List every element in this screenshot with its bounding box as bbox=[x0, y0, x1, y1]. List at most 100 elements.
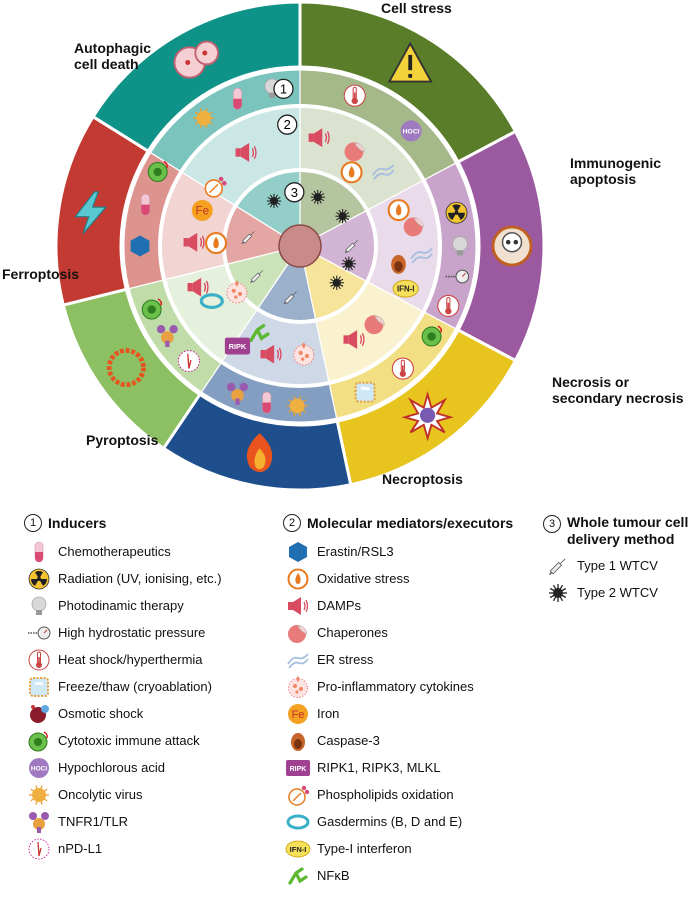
cytokine-icon bbox=[293, 342, 315, 366]
legend-item: Caspase-3 bbox=[283, 727, 513, 754]
legend-item-label: Erastin/RSL3 bbox=[317, 544, 394, 559]
ring-number-text: 1 bbox=[280, 81, 287, 96]
virus-icon bbox=[193, 108, 215, 129]
immune-cell-icon bbox=[147, 160, 169, 182]
spiky-cell-icon bbox=[266, 193, 282, 209]
legend-item: Osmotic shock bbox=[24, 700, 222, 727]
legend-item-label: Gasdermins (B, D and E) bbox=[317, 814, 463, 829]
flame-circle-icon bbox=[340, 161, 363, 184]
chaperone-icon bbox=[403, 217, 425, 237]
legend-item-label: Hypochlorous acid bbox=[58, 760, 165, 775]
legend-item-label: Oxidative stress bbox=[317, 571, 410, 586]
flame-circle-icon bbox=[283, 568, 313, 590]
gasdermin-icon bbox=[283, 811, 313, 833]
chaperone-icon bbox=[283, 622, 313, 644]
legend-item-label: NFκB bbox=[317, 868, 350, 883]
legend-item: NFκB bbox=[283, 862, 513, 889]
svg-text:RIPK: RIPK bbox=[290, 766, 307, 773]
spiky-cell-icon bbox=[329, 275, 344, 290]
ring-number-badge: 2 bbox=[277, 114, 298, 135]
megaphone-icon bbox=[235, 143, 257, 162]
legend-item-label: Type-I interferon bbox=[317, 841, 412, 856]
legend-item-label: Pro-inflammatory cytokines bbox=[317, 679, 474, 694]
ring-separator bbox=[119, 65, 481, 427]
legend-mediators: 2 Molecular mediators/executors Erastin/… bbox=[283, 514, 513, 889]
number-badge: 1 bbox=[24, 514, 42, 532]
legend-item-label: Freeze/thaw (cryoablation) bbox=[58, 679, 212, 694]
megaphone-icon bbox=[283, 595, 313, 617]
legend-item-label: Phospholipids oxidation bbox=[317, 787, 454, 802]
legend-item-label: TNFR1/TLR bbox=[58, 814, 129, 829]
thermometer-icon bbox=[343, 84, 366, 107]
legend-item: Heat shock/hyperthermia bbox=[24, 646, 222, 673]
virus-icon bbox=[286, 395, 308, 417]
label-ferroptosis: Ferroptosis bbox=[2, 266, 80, 282]
tumour-cell-icon bbox=[278, 224, 322, 268]
hocl-icon: HOCl bbox=[400, 120, 422, 142]
legend-item: Cytotoxic immune attack bbox=[24, 727, 222, 754]
er-icon bbox=[283, 649, 313, 671]
legend-item: Freeze/thaw (cryoablation) bbox=[24, 673, 222, 700]
legend-item: Gasdermins (B, D and E) bbox=[283, 808, 513, 835]
legend-item: Radiation (UV, ionising, etc.) bbox=[24, 565, 222, 592]
legend-item: IFN-I Type-I interferon bbox=[283, 835, 513, 862]
lightbulb-icon bbox=[452, 236, 468, 256]
ring-number-badge: 3 bbox=[284, 182, 305, 203]
caspase-icon bbox=[283, 730, 313, 752]
ice-cube-icon bbox=[354, 381, 376, 403]
svg-text:IFN-I: IFN-I bbox=[397, 285, 414, 294]
ripk-icon: RIPK bbox=[283, 757, 313, 779]
label-necroptosis: Necroptosis bbox=[382, 471, 463, 487]
radiation-icon bbox=[445, 201, 468, 224]
megaphone-icon bbox=[187, 277, 209, 297]
thermometer-icon bbox=[24, 649, 54, 671]
pressure-gauge-icon bbox=[24, 622, 54, 644]
ring-numbers: 1 2 3 bbox=[273, 78, 305, 203]
legend-item: Fe Iron bbox=[283, 700, 513, 727]
legend-item-label: Chemotherapeutics bbox=[58, 544, 171, 559]
spiky-cell-icon bbox=[341, 256, 357, 271]
legend-item: Chaperones bbox=[283, 619, 513, 646]
legend-item-label: Radiation (UV, ionising, etc.) bbox=[58, 571, 222, 586]
legend-item: nPD-L1 bbox=[24, 835, 222, 862]
capsule-icon bbox=[262, 391, 272, 414]
legend-item-label: DAMPs bbox=[317, 598, 362, 613]
phospholipid-icon bbox=[283, 784, 313, 806]
receptor-icon bbox=[226, 382, 248, 405]
iron-icon: Fe bbox=[191, 199, 213, 221]
spiky-cell-icon bbox=[335, 208, 350, 224]
svg-text:HOCl: HOCl bbox=[31, 765, 47, 772]
label-autophagic-cell-death: Autophagic cell death bbox=[74, 40, 151, 72]
legend-item-label: Caspase-3 bbox=[317, 733, 380, 748]
megaphone-icon bbox=[343, 330, 365, 349]
svg-text:IFN-I: IFN-I bbox=[290, 844, 307, 853]
legend-item-label: ER stress bbox=[317, 652, 374, 667]
fire-icon bbox=[246, 433, 273, 473]
skull-icon bbox=[491, 225, 533, 267]
ifn-icon: IFN-I bbox=[392, 279, 419, 298]
ring-number-text: 2 bbox=[284, 117, 291, 132]
legend-item-label: Iron bbox=[317, 706, 340, 721]
svg-text:RIPK: RIPK bbox=[229, 342, 247, 351]
capsule-icon bbox=[140, 193, 150, 216]
hocl-icon: HOCl bbox=[24, 757, 54, 779]
capsule-icon bbox=[24, 541, 54, 563]
number-badge: 3 bbox=[543, 515, 561, 533]
capsule-icon bbox=[232, 87, 242, 110]
label-pyroptosis: Pyroptosis bbox=[86, 432, 159, 448]
label-necrosis: Necrosis or secondary necrosis bbox=[552, 374, 684, 406]
legend-item: Photodinamic therapy bbox=[24, 592, 222, 619]
legend-item: Oxidative stress bbox=[283, 565, 513, 592]
legend-delivery-header: 3 Whole tumour cell delivery method bbox=[543, 514, 688, 548]
ice-cube-icon bbox=[24, 676, 54, 698]
legend-item-label: Photodinamic therapy bbox=[58, 598, 184, 613]
iron-icon: Fe bbox=[283, 703, 313, 725]
megaphone-icon bbox=[183, 232, 205, 252]
phospholipid-icon bbox=[204, 176, 227, 198]
gasdermin-icon bbox=[199, 293, 224, 309]
legend-item: Oncolytic virus bbox=[24, 781, 222, 808]
syringe-icon bbox=[250, 269, 264, 284]
